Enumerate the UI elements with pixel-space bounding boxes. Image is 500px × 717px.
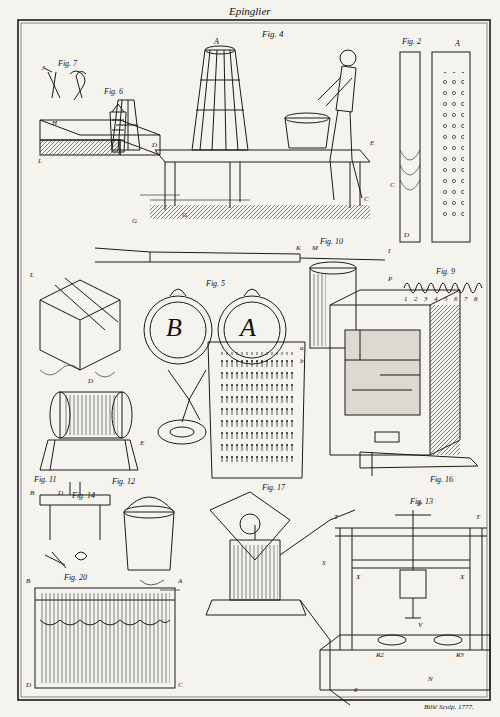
callout-letter: S (322, 560, 326, 567)
figure-label: Fig. 16 (430, 476, 453, 484)
callout-letter: D (26, 682, 31, 689)
callout-letter: C (178, 682, 183, 689)
callout-letter: T (334, 514, 338, 521)
figure-label: Fig. 2 (402, 38, 421, 46)
callout-letter: X (460, 574, 464, 581)
plate-title: Epinglier (229, 5, 271, 17)
callout-letter: N (428, 676, 433, 683)
callout-letter: g (354, 686, 358, 693)
callout-letter: C (364, 196, 369, 203)
callout-letter: P (388, 276, 392, 283)
callout-letter: R2 (376, 652, 384, 659)
figure-label: Fig. 5 (206, 280, 225, 288)
callout-letter: 5 (444, 296, 448, 303)
figure-label: Fig. 11 (34, 476, 57, 484)
callout-letter: b (418, 500, 422, 507)
callout-letter: L (30, 272, 34, 279)
callout-letter: D (152, 142, 157, 149)
callout-letter: 2 (414, 296, 418, 303)
callout-letter: b (300, 358, 304, 365)
figure-label: Fig. 17 (262, 484, 285, 492)
figure-label: Fig. 6 (104, 88, 123, 96)
figure-label: Fig. 13 (410, 498, 433, 506)
callout-letter: y (42, 64, 45, 71)
callout-letter: D (404, 232, 409, 239)
figure-label: Fig. 10 (320, 238, 343, 246)
figure-label: Fig. 20 (64, 574, 87, 582)
figure-label: Fig. 9 (436, 268, 455, 276)
figure-label: Fig. 14 (72, 492, 95, 500)
callout-letter: 1 (404, 296, 408, 303)
callout-letter: T (476, 514, 480, 521)
callout-letter: 7 (464, 296, 468, 303)
callout-letter: L (38, 158, 42, 165)
callout-letter: M (312, 245, 318, 252)
callout-letter: V (418, 622, 422, 629)
callout-letter: H (52, 120, 57, 127)
figure-label: Fig. 4 (262, 30, 284, 39)
monogram-letter: B (166, 315, 182, 341)
callout-letter: a (300, 345, 304, 352)
callout-letter: A (178, 578, 182, 585)
figure-label: Fig. 7 (58, 60, 77, 68)
callout-letter: B (26, 578, 30, 585)
callout-letter: 6 (454, 296, 458, 303)
callout-letter: G (182, 212, 187, 219)
callout-letter: D (58, 490, 63, 497)
callout-letter: X (356, 574, 360, 581)
callout-letter: Billé Sculp. 1777. (424, 704, 474, 711)
callout-letter: G (132, 218, 137, 225)
callout-letter: E (370, 140, 374, 147)
callout-letter: C (390, 182, 395, 189)
callout-letter: B (30, 490, 34, 497)
callout-letter: 3 (424, 296, 428, 303)
monogram-letter: A (240, 315, 256, 341)
callout-letter: D (88, 378, 93, 385)
callout-letter: K (296, 245, 301, 252)
callout-letter: I (388, 248, 390, 255)
callout-letter: A (214, 38, 219, 46)
callout-letter: R3 (456, 652, 464, 659)
callout-letter: 8 (474, 296, 478, 303)
callout-letter: A (455, 40, 460, 48)
figure-label: Fig. 12 (112, 478, 135, 486)
callout-letter: E (140, 440, 144, 447)
callout-letter: 4 (434, 296, 438, 303)
